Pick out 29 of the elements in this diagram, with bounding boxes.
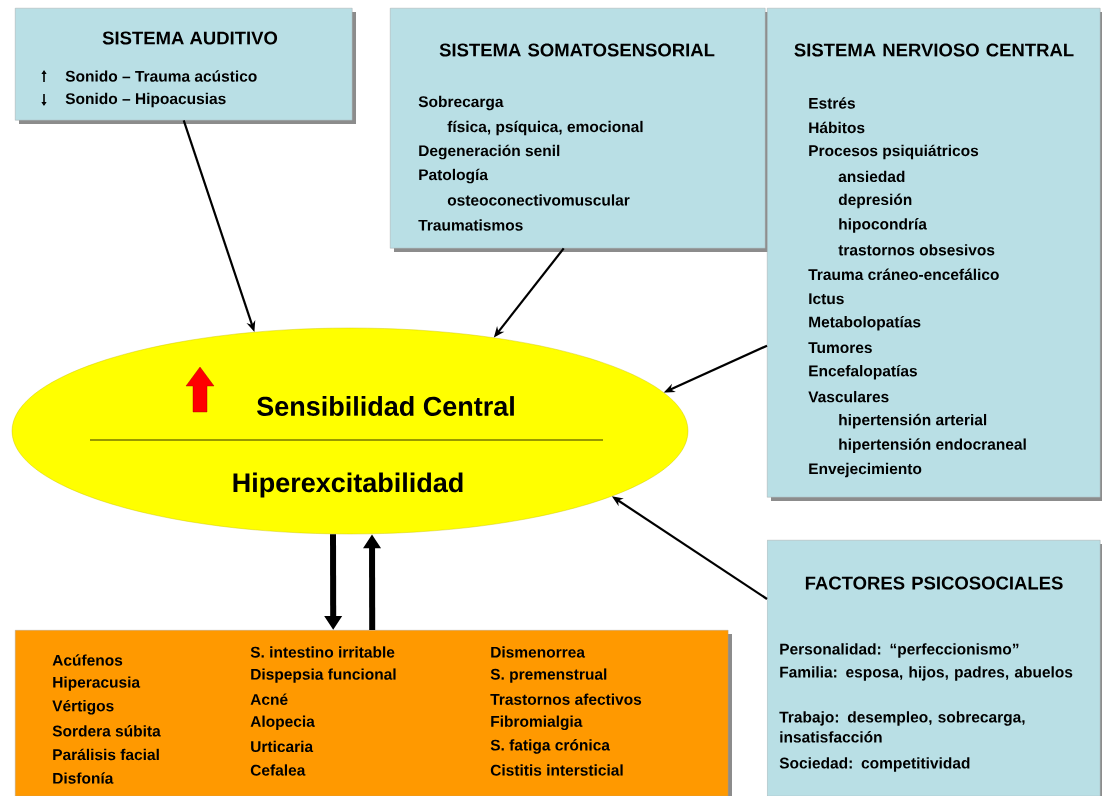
list-item: hipertensión endocraneal	[839, 438, 1026, 453]
list-item: Sonido – Trauma acústico	[65, 70, 257, 82]
list-item: Patología	[419, 168, 489, 184]
list-item: hipocondría	[839, 218, 927, 233]
list-item: física, psíquica, emocional	[447, 120, 643, 136]
list-item: Sobrecarga	[418, 95, 504, 111]
list-item: depresión	[838, 193, 912, 209]
list-item: ansiedad	[838, 170, 905, 183]
list-item: Estrés	[809, 97, 855, 109]
list-item: Encefalopatías	[809, 364, 917, 380]
list-item: Traumatismos	[418, 219, 523, 231]
list-item: Vasculares	[808, 390, 889, 403]
list-item: Trauma cráneo-encefálico	[808, 268, 999, 281]
list-item: Ictus	[809, 293, 844, 305]
ellipse-label: Hiperexcitabilidad	[233, 472, 463, 498]
list-item: Sonido – Hipoacusias	[65, 92, 226, 108]
list-item: Tumores	[808, 342, 872, 354]
box-title: SISTEMA AUDITIVO	[102, 31, 278, 45]
ellipse-label: Sensibilidad Central	[257, 396, 514, 416]
list-item: Hábitos	[809, 121, 865, 134]
box-title: SISTEMA NERVIOSO CENTRAL	[794, 43, 1074, 57]
list-item: Procesos psiquiátricos	[809, 144, 979, 160]
box-title: SISTEMA SOMATOSENSORIAL	[439, 43, 715, 57]
list-item: osteoconectivomuscular	[447, 194, 630, 206]
list-item: hipertensión arterial	[839, 413, 987, 429]
list-item: Envejecimiento	[809, 462, 922, 478]
list-item: trastornos obsesivos	[838, 244, 995, 256]
list-item: Metabolopatías	[809, 315, 921, 331]
list-item: Degeneración senil	[419, 144, 560, 160]
